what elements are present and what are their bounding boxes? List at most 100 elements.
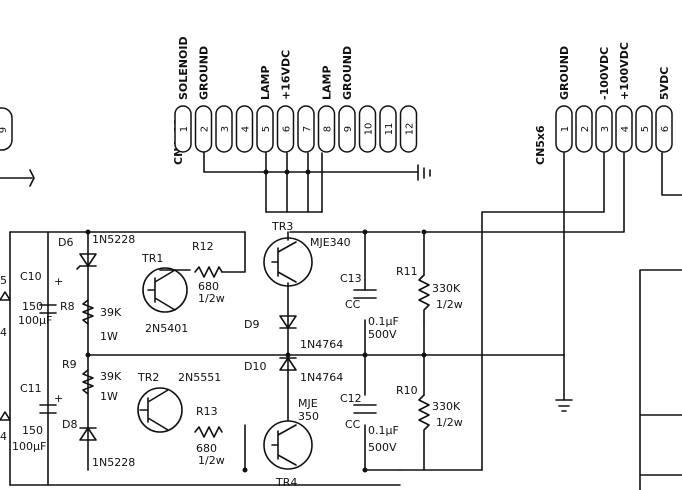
cn5-pin-number: 6 xyxy=(660,126,671,132)
r12-label: R12 xyxy=(192,240,214,253)
cn5-labels: GROUND -100VDC +100VDC 5VDC xyxy=(558,42,671,100)
cn4-pin: 5 xyxy=(256,105,274,153)
r10-value2: 1/2w xyxy=(436,416,463,429)
c10-value2: 100µF xyxy=(18,314,52,327)
c13-value2: 500V xyxy=(368,328,397,341)
r11-value2: 1/2w xyxy=(436,298,463,311)
cn4-pin-number: 8 xyxy=(323,126,334,132)
cn4-pin-number: 6 xyxy=(282,126,293,132)
c10-label: C10 xyxy=(20,270,42,283)
r13-label: R13 xyxy=(196,405,218,418)
cn4-pin: 11 xyxy=(379,105,397,153)
components xyxy=(0,237,682,490)
r9-value2: 1W xyxy=(100,390,118,403)
d6-label: D6 xyxy=(58,236,73,249)
r9-label: R9 xyxy=(62,358,77,371)
c11-plus: + xyxy=(54,392,63,405)
cn5-pin-label: -100VDC xyxy=(598,47,611,100)
r12-value1: 680 xyxy=(198,280,219,293)
c13-cc: CC xyxy=(345,298,361,311)
cn4-pin-label: GROUND xyxy=(341,46,354,100)
d10-value: 1N4764 xyxy=(300,371,343,384)
left-connector-pin: 9 xyxy=(0,127,9,133)
c12-cc: CC xyxy=(345,418,361,431)
cn4-pin: 1 xyxy=(174,105,192,153)
cn4-pin: 7 xyxy=(297,105,315,153)
cn4-pin-label: LAMP xyxy=(321,65,334,100)
cn5-pin-label: 5VDC xyxy=(658,67,671,100)
cn4-pin-number: 1 xyxy=(179,126,190,132)
r9-value1: 39K xyxy=(100,370,122,383)
r11-value1: 330K xyxy=(432,282,461,295)
c12-value2: 500V xyxy=(368,441,397,454)
tr1-value: 2N5401 xyxy=(145,322,188,335)
r12-value2: 1/2w xyxy=(198,292,225,305)
cn4-pin: 3 xyxy=(215,105,233,153)
cn5-pin-number: 5 xyxy=(640,126,651,132)
r8-label: R8 xyxy=(60,300,75,313)
cn4-pin-number: 9 xyxy=(343,126,354,132)
cn5-pin-number: 3 xyxy=(600,126,611,132)
cn4-pin-number: 11 xyxy=(384,123,395,136)
d6-value: 1N5228 xyxy=(92,233,135,246)
cn5-pin: 1 xyxy=(555,105,573,153)
d8-label: D8 xyxy=(62,418,77,431)
c11-value1: 150 xyxy=(22,424,43,437)
r10-value1: 330K xyxy=(432,400,461,413)
tr3-label: TR3 xyxy=(271,220,293,233)
r11-label: R11 xyxy=(396,265,418,278)
component-labels: D6 1N5228 TR1 R12 680 1/2w TR3 MJE340 C1… xyxy=(0,220,463,489)
left-connector: 9 xyxy=(0,107,35,187)
d9-label: D9 xyxy=(244,318,259,331)
cn4-pin-label: GROUND xyxy=(198,46,211,100)
d8-value: 1N5228 xyxy=(92,456,135,469)
fragment-4b: 4 xyxy=(0,430,7,443)
d9-value: 1N4764 xyxy=(300,338,343,351)
c10-value1: 150 xyxy=(22,300,43,313)
tr2-value: 2N5551 xyxy=(178,371,221,384)
tr4-label: TR4 xyxy=(275,476,297,489)
cn4-pin-number: 3 xyxy=(220,126,231,132)
cn5-pin-number: 2 xyxy=(580,126,591,132)
c13-label: C13 xyxy=(340,272,362,285)
cn4-labels: SOLENOID GROUND LAMP +16VDC LAMP GROUND xyxy=(177,36,354,100)
r8-value1: 39K xyxy=(100,306,122,319)
tr4-value2: 350 xyxy=(298,410,319,423)
cn4-pin: 2 xyxy=(194,105,213,153)
cn5-pin-label: GROUND xyxy=(558,46,571,100)
c12-value1: 0.1µF xyxy=(368,424,399,437)
tr4-value1: MJE xyxy=(298,397,318,410)
tr1-label: TR1 xyxy=(141,252,163,265)
cn4-pin-number: 5 xyxy=(261,126,272,132)
cn4-pin-label: SOLENOID xyxy=(177,36,190,100)
r8-value2: 1W xyxy=(100,330,118,343)
cn4-pin-number: 2 xyxy=(200,126,211,132)
cn4-pin-label: LAMP xyxy=(259,65,272,100)
cn4-pin: 6 xyxy=(276,105,295,153)
d10-label: D10 xyxy=(244,360,266,373)
c13-value1: 0.1µF xyxy=(368,315,399,328)
tr3-value: MJE340 xyxy=(310,236,351,249)
fragment-4a: 4 xyxy=(0,326,7,339)
c11-label: C11 xyxy=(20,382,42,395)
r10-label: R10 xyxy=(396,384,418,397)
junctions xyxy=(85,169,427,473)
fragment-5: 5 xyxy=(0,274,7,287)
cn5-pin-number: 4 xyxy=(620,126,631,132)
cn5-pin: 6 xyxy=(655,105,673,153)
cn5-pin-number: 1 xyxy=(560,126,571,132)
circuit-wiring xyxy=(9,231,565,486)
cn5-pin-label: +100VDC xyxy=(618,42,631,100)
cn4-pin-number: 4 xyxy=(241,126,252,132)
cn4-pin: 8 xyxy=(317,105,336,153)
cn4-pin-number: 12 xyxy=(405,123,416,136)
cn5-pin: 3 xyxy=(595,105,613,153)
cn5-pins: 1 2 3 4 5 6 xyxy=(555,105,673,153)
r13-value2: 1/2w xyxy=(198,454,225,467)
cn4-pin-label: +16VDC xyxy=(280,50,293,100)
cn4-pin-number: 10 xyxy=(364,123,375,136)
